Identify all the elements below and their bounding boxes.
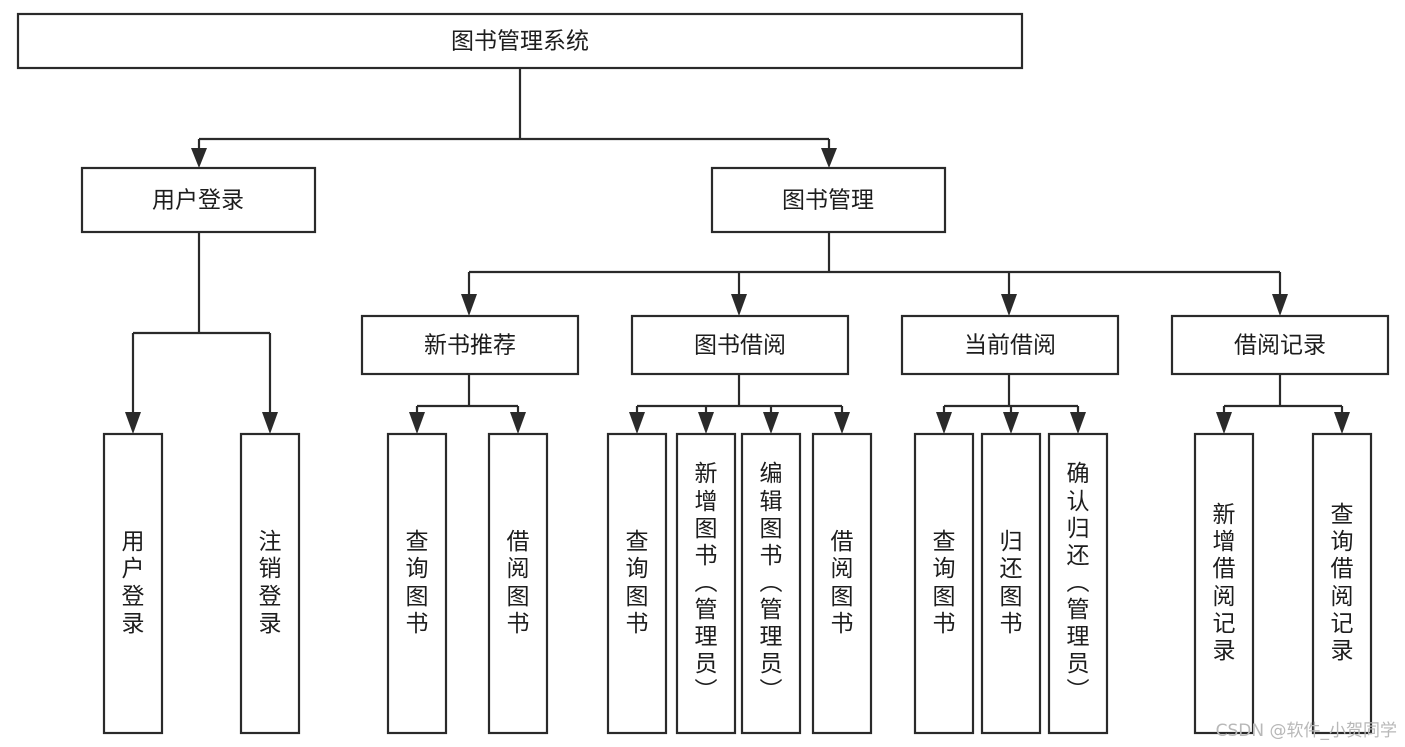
node-box-leaf-add-record[interactable] bbox=[1193, 432, 1255, 735]
arrowhead-book-borrow bbox=[731, 294, 747, 316]
node-box-leaf-query-record[interactable] bbox=[1311, 432, 1373, 735]
node-box-leaf-query-book-current[interactable] bbox=[913, 432, 975, 735]
arrowhead-leaf-query-record bbox=[1334, 412, 1350, 434]
node-box-user-login[interactable] bbox=[80, 166, 317, 234]
arrowhead-leaf-logout bbox=[262, 412, 278, 434]
arrowhead-leaf-borrow-book bbox=[834, 412, 850, 434]
connector-group-new-book-rec bbox=[409, 374, 526, 434]
node-box-leaf-query-book-borrow[interactable] bbox=[606, 432, 668, 735]
node-box-new-book-rec[interactable] bbox=[360, 314, 580, 376]
arrowhead-leaf-user-login bbox=[125, 412, 141, 434]
arrowhead-borrow-record bbox=[1272, 294, 1288, 316]
node-box-leaf-edit-book[interactable] bbox=[740, 432, 802, 735]
node-label-new-book-rec: 新书推荐 bbox=[424, 333, 516, 359]
node-box-leaf-add-book[interactable] bbox=[675, 432, 737, 735]
node-label-current-borrow: 当前借阅 bbox=[964, 333, 1056, 359]
connector-group-current-borrow bbox=[936, 374, 1086, 434]
arrowhead-leaf-return-book bbox=[1003, 412, 1019, 434]
node-box-root[interactable] bbox=[16, 12, 1024, 70]
node-box-leaf-logout[interactable] bbox=[239, 432, 301, 735]
arrowhead-leaf-borrow-book-rec bbox=[510, 412, 526, 434]
arrowhead-leaf-query-book-current bbox=[936, 412, 952, 434]
connector-group-borrow-record bbox=[1216, 374, 1350, 434]
node-box-borrow-record[interactable] bbox=[1170, 314, 1390, 376]
node-box-leaf-query-book-rec[interactable] bbox=[386, 432, 448, 735]
arrowhead-leaf-add-record bbox=[1216, 412, 1232, 434]
node-box-leaf-confirm-return[interactable] bbox=[1047, 432, 1109, 735]
connector-group-user-login bbox=[125, 232, 278, 434]
node-label-book-manage: 图书管理 bbox=[782, 188, 874, 214]
connector-group-root bbox=[191, 68, 837, 168]
node-box-current-borrow[interactable] bbox=[900, 314, 1120, 376]
arrowhead-current-borrow bbox=[1001, 294, 1017, 316]
arrowhead-leaf-add-book bbox=[698, 412, 714, 434]
node-box-leaf-return-book[interactable] bbox=[980, 432, 1042, 735]
node-label-root: 图书管理系统 bbox=[451, 29, 589, 55]
arrowhead-leaf-query-book-borrow bbox=[629, 412, 645, 434]
node-label-book-borrow: 图书借阅 bbox=[694, 333, 786, 359]
arrowhead-user-login bbox=[191, 148, 207, 168]
node-box-book-borrow[interactable] bbox=[630, 314, 850, 376]
arrowhead-book-manage bbox=[821, 148, 837, 168]
node-box-book-manage[interactable] bbox=[710, 166, 947, 234]
node-box-leaf-user-login[interactable] bbox=[102, 432, 164, 735]
connector-group-book-borrow bbox=[629, 374, 850, 434]
watermark-text: CSDN @软件_小贺同学 bbox=[1215, 721, 1397, 741]
arrowhead-leaf-confirm-return bbox=[1070, 412, 1086, 434]
node-label-borrow-record: 借阅记录 bbox=[1234, 333, 1326, 359]
connector-group-book-manage bbox=[461, 232, 1288, 316]
arrowhead-new-book-rec bbox=[461, 294, 477, 316]
arrowhead-leaf-query-book-rec bbox=[409, 412, 425, 434]
node-box-leaf-borrow-book-rec[interactable] bbox=[487, 432, 549, 735]
node-box-leaf-borrow-book[interactable] bbox=[811, 432, 873, 735]
node-label-user-login: 用户登录 bbox=[152, 188, 244, 214]
arrowhead-leaf-edit-book bbox=[763, 412, 779, 434]
